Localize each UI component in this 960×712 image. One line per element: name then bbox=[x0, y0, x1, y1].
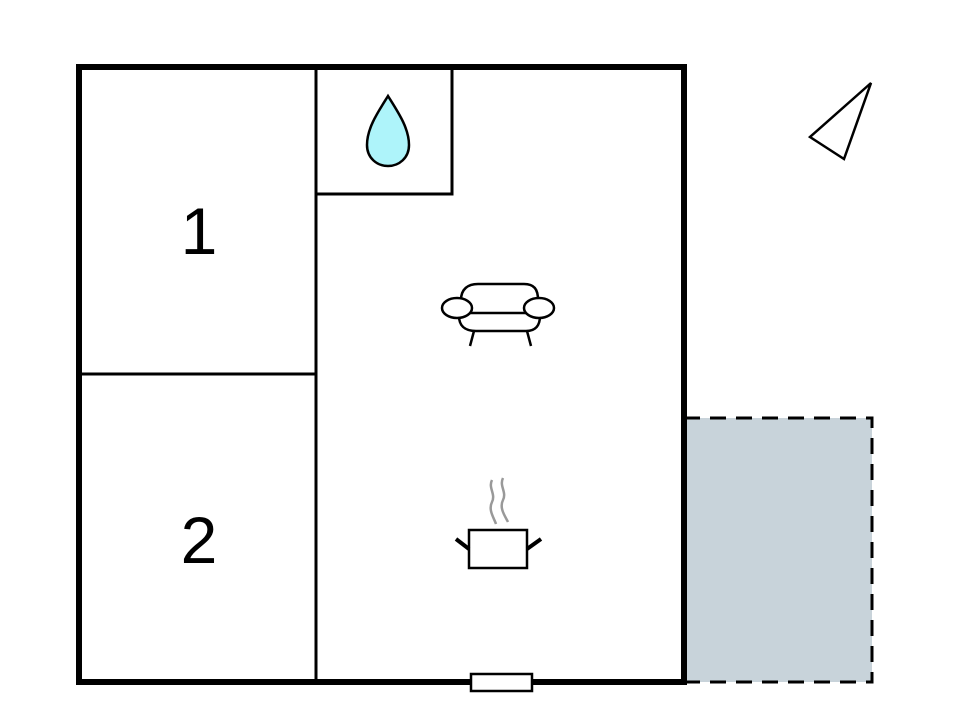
north-arrow-icon bbox=[807, 82, 873, 161]
entrance-door bbox=[469, 672, 534, 693]
cooking-pot-icon bbox=[454, 477, 543, 570]
bathroom bbox=[316, 67, 454, 196]
terrace bbox=[684, 416, 874, 684]
sofa-icon bbox=[440, 282, 556, 347]
water-drop-icon bbox=[365, 93, 411, 168]
room-label-1: 1 bbox=[180, 194, 218, 268]
room-label-2: 2 bbox=[180, 503, 218, 577]
